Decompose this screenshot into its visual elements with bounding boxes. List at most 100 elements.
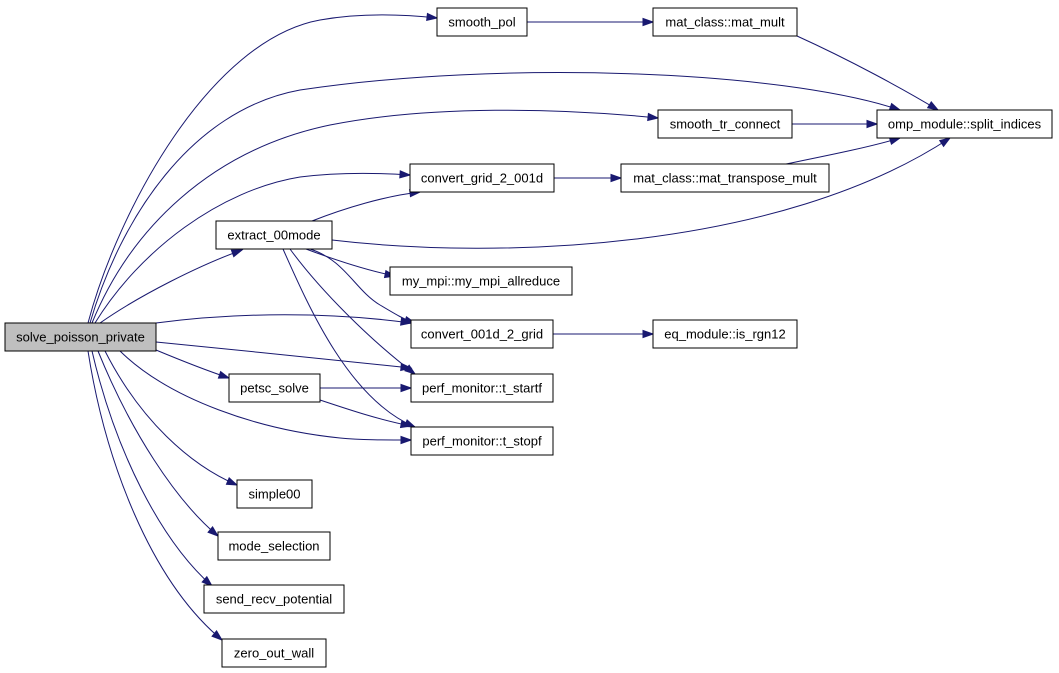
node-label: zero_out_wall [234,646,314,661]
node-mode-selection[interactable]: mode_selection [217,531,331,561]
arrowhead-icon [938,137,952,148]
edge-line [87,350,223,641]
node-box [215,220,333,250]
edge-line [89,72,901,324]
node-box [410,373,554,403]
edge-solve_poisson_private-to-smooth_pol [87,12,439,324]
node-label: solve_poisson_private [16,330,145,345]
node-label: perf_monitor::t_stopf [422,434,542,449]
arrowhead-icon [400,435,413,445]
node-label: mode_selection [228,539,319,554]
edge-solve_poisson_private-to-smooth_tr_connect [91,109,660,324]
node-zero-out-wall[interactable]: zero_out_wall [221,638,327,668]
edge-solve_poisson_private-to-mode_selection [97,350,220,537]
edge-line [104,350,238,486]
node-send-recv-potential[interactable]: send_recv_potential [203,584,345,614]
edge-solve_poisson_private-to-simple00 [104,350,239,486]
arrowhead-icon [610,173,623,183]
node-label: petsc_solve [240,381,309,396]
edge-solve_poisson_private-to-extract_00mode [99,249,244,324]
edge-line [289,248,416,375]
node-box [221,638,327,668]
arrowhead-icon [642,17,655,27]
edge-line [331,137,951,249]
node-mat-transpose-mult[interactable]: mat_class::mat_transpose_mult [620,163,830,193]
edge-solve_poisson_private-to-petsc_solve [155,349,231,379]
node-label: mat_class::mat_mult [665,15,785,30]
edge-line [309,248,416,324]
edge-line [311,191,421,222]
node-box [410,426,554,456]
arrowhead-icon [211,630,224,641]
edge-line [796,35,939,111]
edge-convert_grid_2_001d-to-mat_transpose_mult [554,173,623,183]
edge-line [91,350,213,587]
edge-solve_poisson_private-to-convert_grid_2_001d [94,170,412,324]
node-box [389,266,573,296]
arrowhead-icon [230,249,244,258]
node-label: eq_module::is_rgn12 [664,327,785,342]
node-label: extract_00mode [227,228,320,243]
node-t-startf[interactable]: perf_monitor::t_startf [410,373,554,403]
edge-line [87,14,438,324]
node-my-mpi-allreduce[interactable]: my_mpi::my_mpi_allreduce [389,266,573,296]
node-box [228,373,321,403]
edge-smooth_pol-to-mat_mult [527,17,655,27]
arrowhead-icon [399,170,412,179]
node-box [436,7,528,37]
arrowhead-icon [225,477,239,486]
node-mat-mult[interactable]: mat_class::mat_mult [652,7,798,37]
node-convert-001d-2-grid[interactable]: convert_001d_2_grid [410,319,554,349]
arrowhead-icon [426,12,439,22]
node-box [657,109,793,139]
edge-extract_00mode-to-split_indices [331,137,952,249]
node-label: omp_module::split_indices [888,117,1042,132]
node-split-indices[interactable]: omp_module::split_indices [876,109,1053,139]
arrowhead-icon [888,136,902,146]
arrowhead-icon [399,419,413,429]
node-label: convert_grid_2_001d [421,171,543,186]
node-convert-grid-2-001d[interactable]: convert_grid_2_001d [409,163,555,193]
edge-line [91,109,659,324]
node-label: send_recv_potential [216,592,332,607]
node-label: smooth_tr_connect [670,117,781,132]
edge-line [155,349,230,379]
node-t-stopf[interactable]: perf_monitor::t_stopf [410,426,554,456]
edge-solve_poisson_private-to-t_stopf [119,350,413,445]
edge-line [155,341,412,369]
edge-line [94,172,411,324]
node-smooth-pol[interactable]: smooth_pol [436,7,528,37]
edge-smooth_tr_connect-to-split_indices [792,119,879,129]
edge-solve_poisson_private-to-t_startf [155,341,413,372]
node-box [410,319,554,349]
edge-solve_poisson_private-to-send_recv_potential [91,350,214,588]
arrowhead-icon [217,370,231,379]
edge-solve_poisson_private-to-zero_out_wall [87,350,224,641]
edge-line [99,249,243,324]
edge-line [119,350,412,441]
arrowhead-icon [642,329,655,339]
node-simple00[interactable]: simple00 [236,479,313,509]
node-label: smooth_pol [448,15,515,30]
node-petsc-solve[interactable]: petsc_solve [228,373,321,403]
edge-solve_poisson_private-to-convert_001d_2_grid [155,314,413,326]
node-is-rgn12[interactable]: eq_module::is_rgn12 [652,319,798,349]
node-smooth-tr-connect[interactable]: smooth_tr_connect [657,109,793,139]
arrowhead-icon [400,383,413,393]
edge-line [155,314,412,324]
edge-petsc_solve-to-t_startf [320,383,413,393]
node-box [652,7,798,37]
edge-line [785,137,901,165]
node-label: my_mpi::my_mpi_allreduce [402,274,560,289]
arrowhead-icon [207,526,220,537]
node-box [652,319,798,349]
arrowhead-icon [201,575,214,588]
edge-line [319,399,412,427]
node-box [236,479,313,509]
node-extract-00mode[interactable]: extract_00mode [215,220,333,250]
arrowhead-icon [404,364,417,375]
edge-petsc_solve-to-t_stopf [319,399,413,429]
edge-line [97,350,219,537]
node-label: perf_monitor::t_startf [422,381,542,396]
